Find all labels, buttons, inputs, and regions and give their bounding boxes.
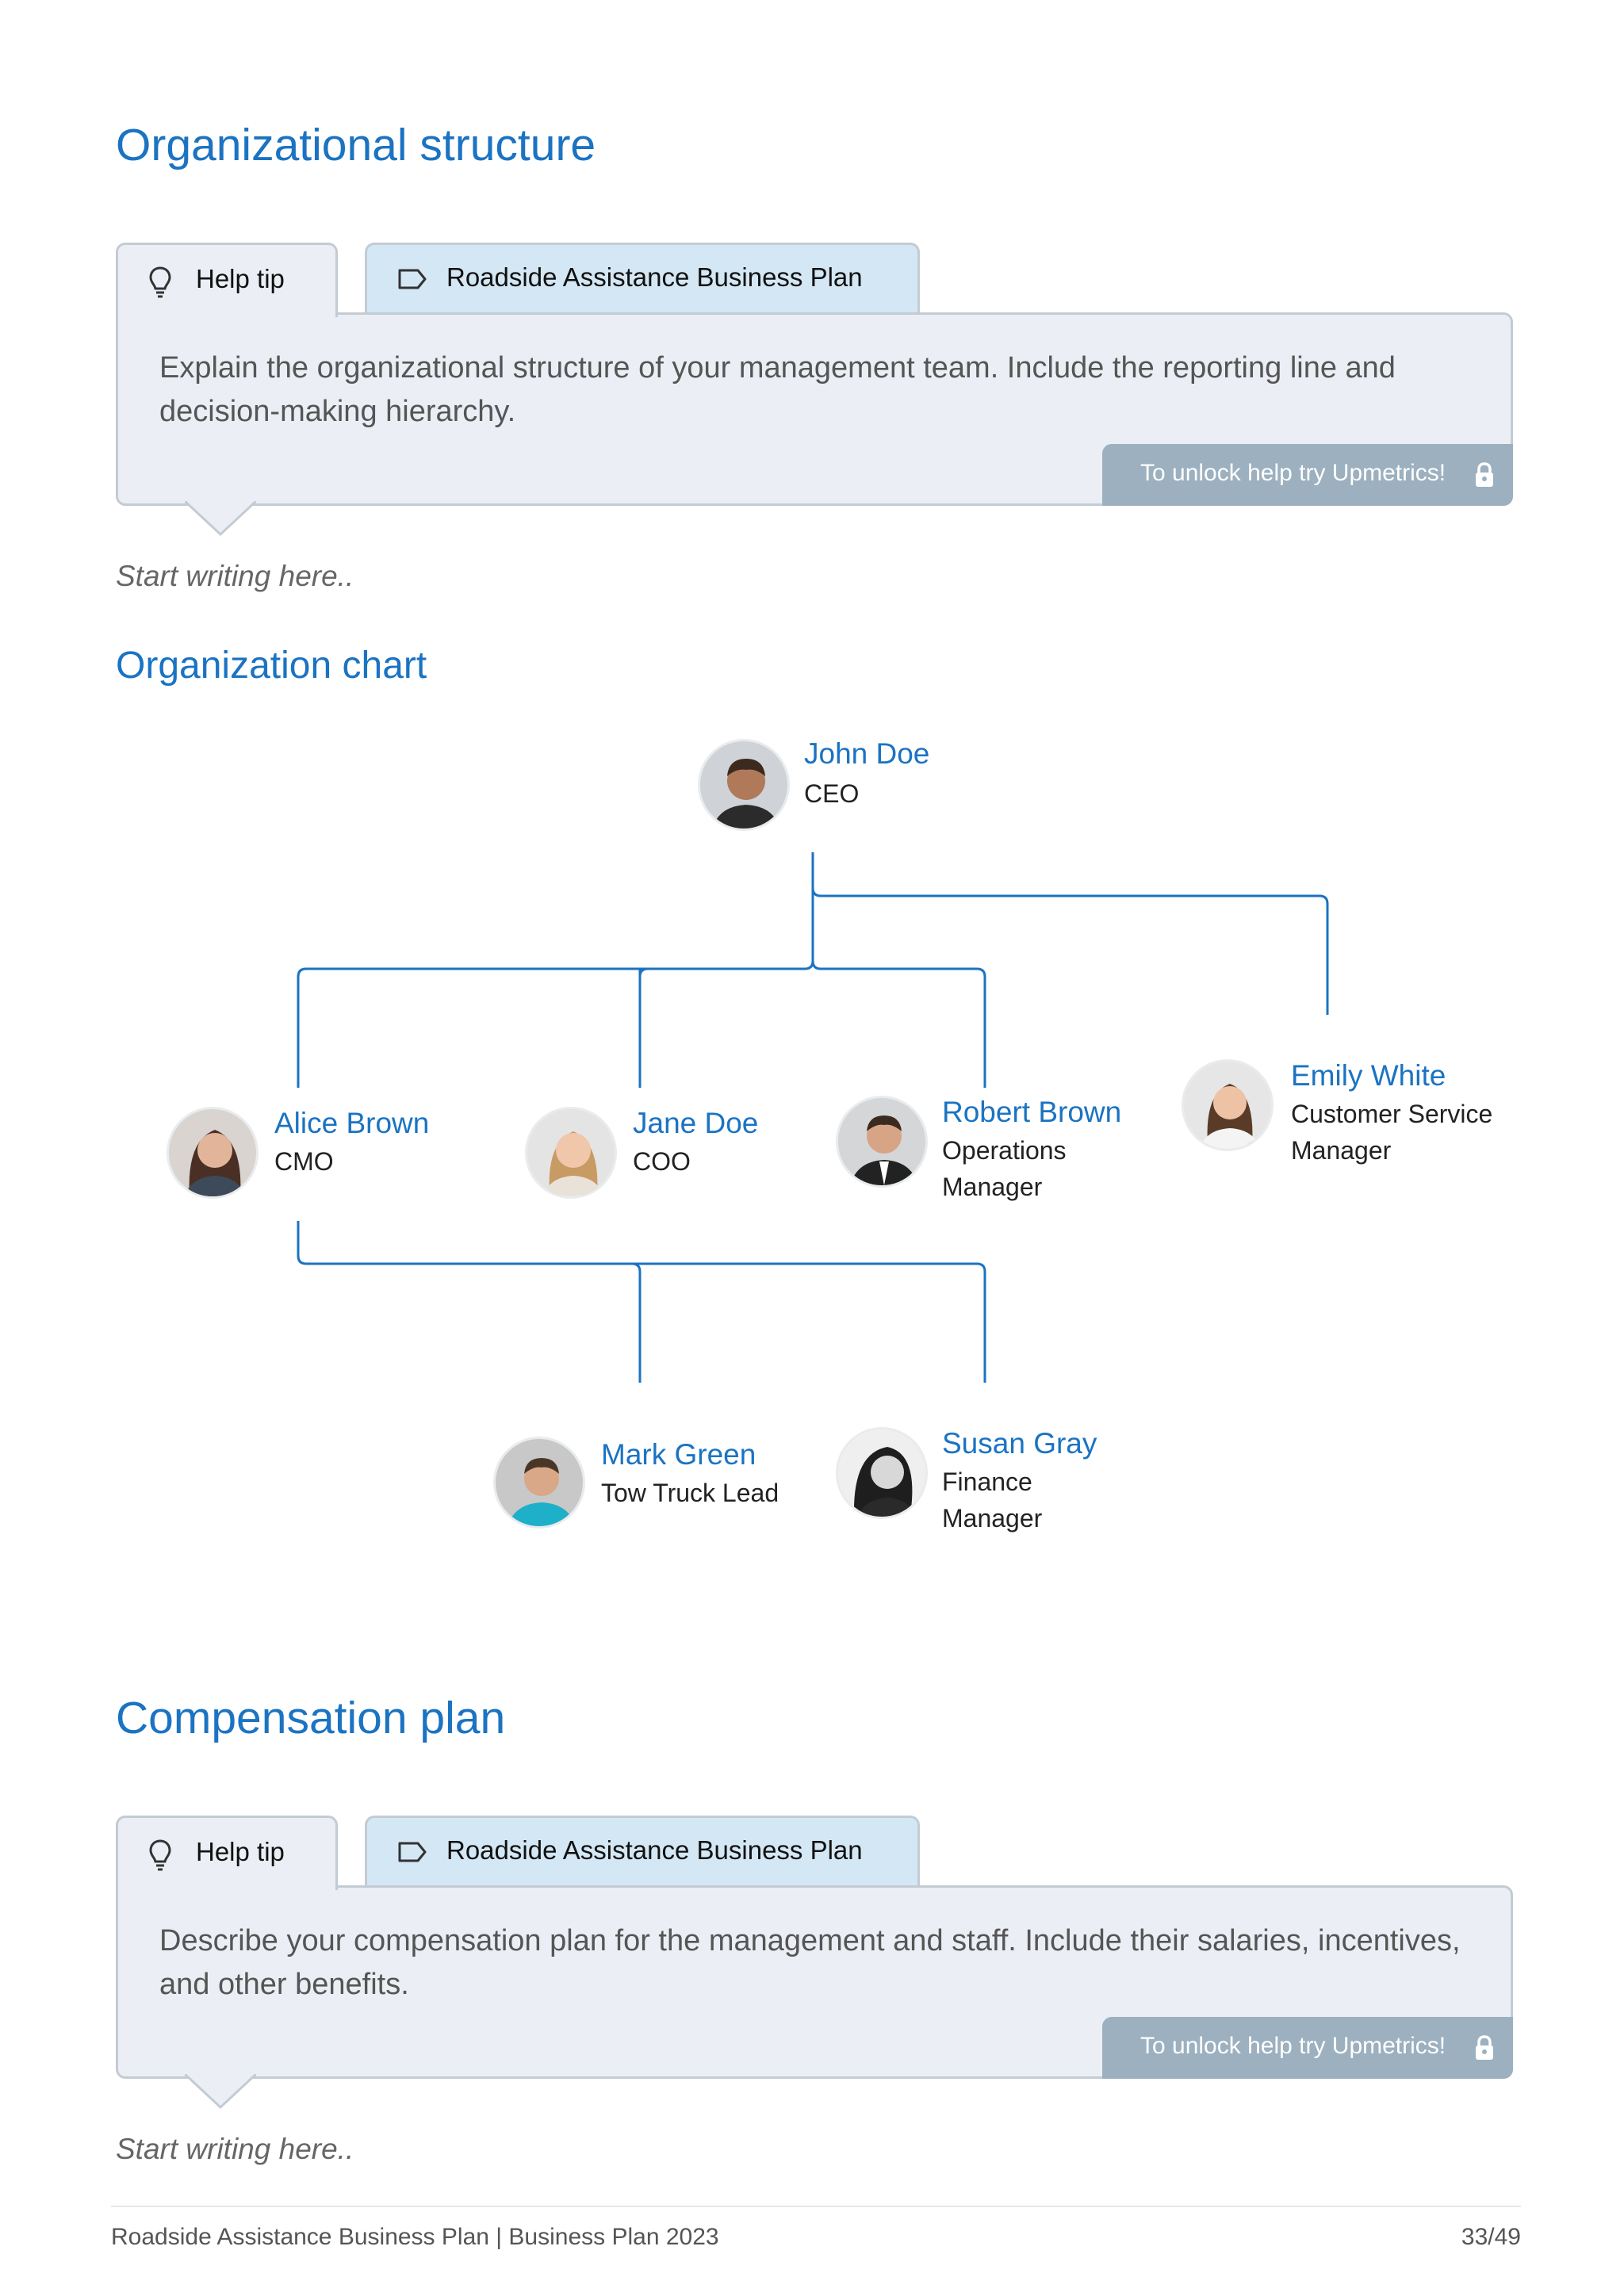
start-writing-placeholder-2[interactable]: Start writing here..: [116, 2133, 354, 2165]
lock-icon: [1476, 462, 1493, 487]
person-role-alice-brown: CMO: [274, 1147, 334, 1176]
help-tip-box-2: Describe your compensation plan for the …: [116, 1885, 1513, 2110]
help-tip-tab[interactable]: Help tip: [116, 243, 338, 317]
person-role-emily-white: Customer Service Manager: [1291, 1100, 1493, 1165]
plan-tab[interactable]: Roadside Assistance Business Plan: [365, 243, 920, 314]
avatar-susan-gray: [836, 1427, 928, 1519]
tag-icon: [398, 269, 427, 289]
person-role-jane-doe: COO: [633, 1147, 691, 1176]
avatar-alice-brown: [167, 1107, 259, 1199]
help-tip-label: Help tip: [196, 1837, 285, 1866]
person-name-john-doe: John Doe: [804, 737, 930, 770]
person-name-susan-gray: Susan Gray: [942, 1427, 1097, 1460]
footer-document-title: Roadside Assistance Business Plan | Busi…: [111, 2224, 719, 2250]
avatar-emily-white: [1182, 1059, 1274, 1151]
help-tip-tab-2[interactable]: Help tip: [116, 1816, 338, 1890]
help-tip-text: Describe your compensation plan for the …: [159, 1924, 1461, 2001]
lock-icon: [1476, 2035, 1493, 2060]
footer-page-number: 33/49: [1461, 2224, 1521, 2250]
person-name-alice-brown: Alice Brown: [274, 1107, 430, 1139]
plan-tab-label: Roadside Assistance Business Plan: [446, 262, 863, 292]
section-title-compensation-plan: Compensation plan: [116, 1693, 506, 1743]
plan-tab-label: Roadside Assistance Business Plan: [446, 1835, 863, 1865]
person-name-robert-brown: Robert Brown: [942, 1096, 1122, 1128]
help-tip-text: Explain the organizational structure of …: [159, 351, 1396, 428]
lightbulb-icon: [149, 1839, 171, 1871]
org-chart-title: Organization chart: [116, 645, 427, 687]
unlock-label: To unlock help try Upmetrics!: [1140, 460, 1446, 486]
person-role-susan-gray: Finance Manager: [942, 1468, 1043, 1533]
person-name-jane-doe: Jane Doe: [633, 1107, 759, 1139]
person-role-robert-brown: Operations Manager: [942, 1136, 1067, 1201]
avatar-john-doe: [698, 739, 790, 831]
help-tip-label: Help tip: [196, 264, 285, 293]
avatar-mark-green: [493, 1437, 585, 1529]
lightbulb-icon: [149, 266, 171, 298]
plan-tab-2[interactable]: Roadside Assistance Business Plan: [365, 1816, 920, 1887]
start-writing-placeholder[interactable]: Start writing here..: [116, 560, 354, 592]
tag-icon: [398, 1842, 427, 1862]
help-tip-box: Explain the organizational structure of …: [116, 312, 1513, 537]
unlock-help-button[interactable]: To unlock help try Upmetrics!: [1102, 444, 1513, 506]
avatar-robert-brown: [836, 1096, 928, 1188]
tip-pointer: [185, 2074, 256, 2110]
person-role-john-doe: CEO: [804, 779, 860, 808]
avatar-jane-doe: [525, 1107, 617, 1199]
person-role-mark-green: Tow Truck Lead: [601, 1479, 779, 1507]
unlock-help-button-2[interactable]: To unlock help try Upmetrics!: [1102, 2017, 1513, 2079]
person-name-emily-white: Emily White: [1291, 1059, 1446, 1092]
footer-divider: [111, 2206, 1521, 2207]
section-title-organizational-structure: Organizational structure: [116, 120, 596, 170]
tip-pointer: [185, 501, 256, 537]
unlock-label: To unlock help try Upmetrics!: [1140, 2033, 1446, 2059]
person-name-mark-green: Mark Green: [601, 1438, 756, 1471]
